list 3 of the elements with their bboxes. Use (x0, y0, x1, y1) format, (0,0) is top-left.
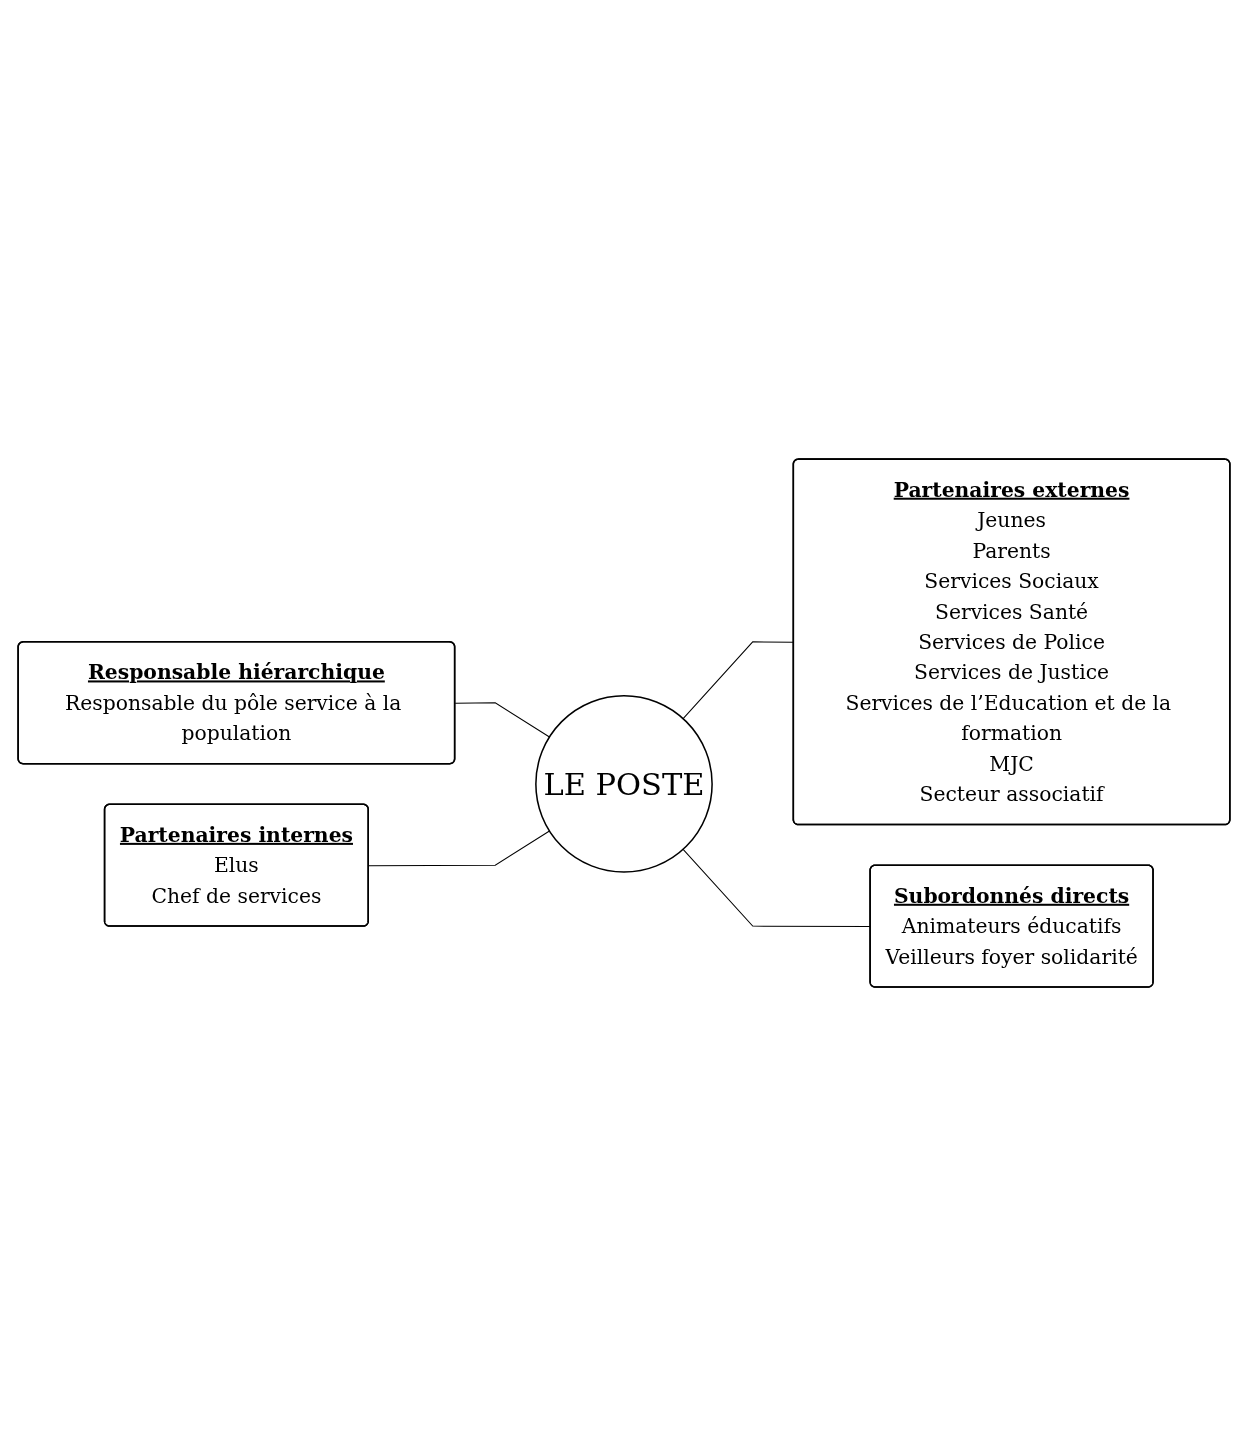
connector (368, 830, 550, 867)
node-circle: LE POSTE (535, 695, 713, 874)
connector (454, 702, 550, 738)
